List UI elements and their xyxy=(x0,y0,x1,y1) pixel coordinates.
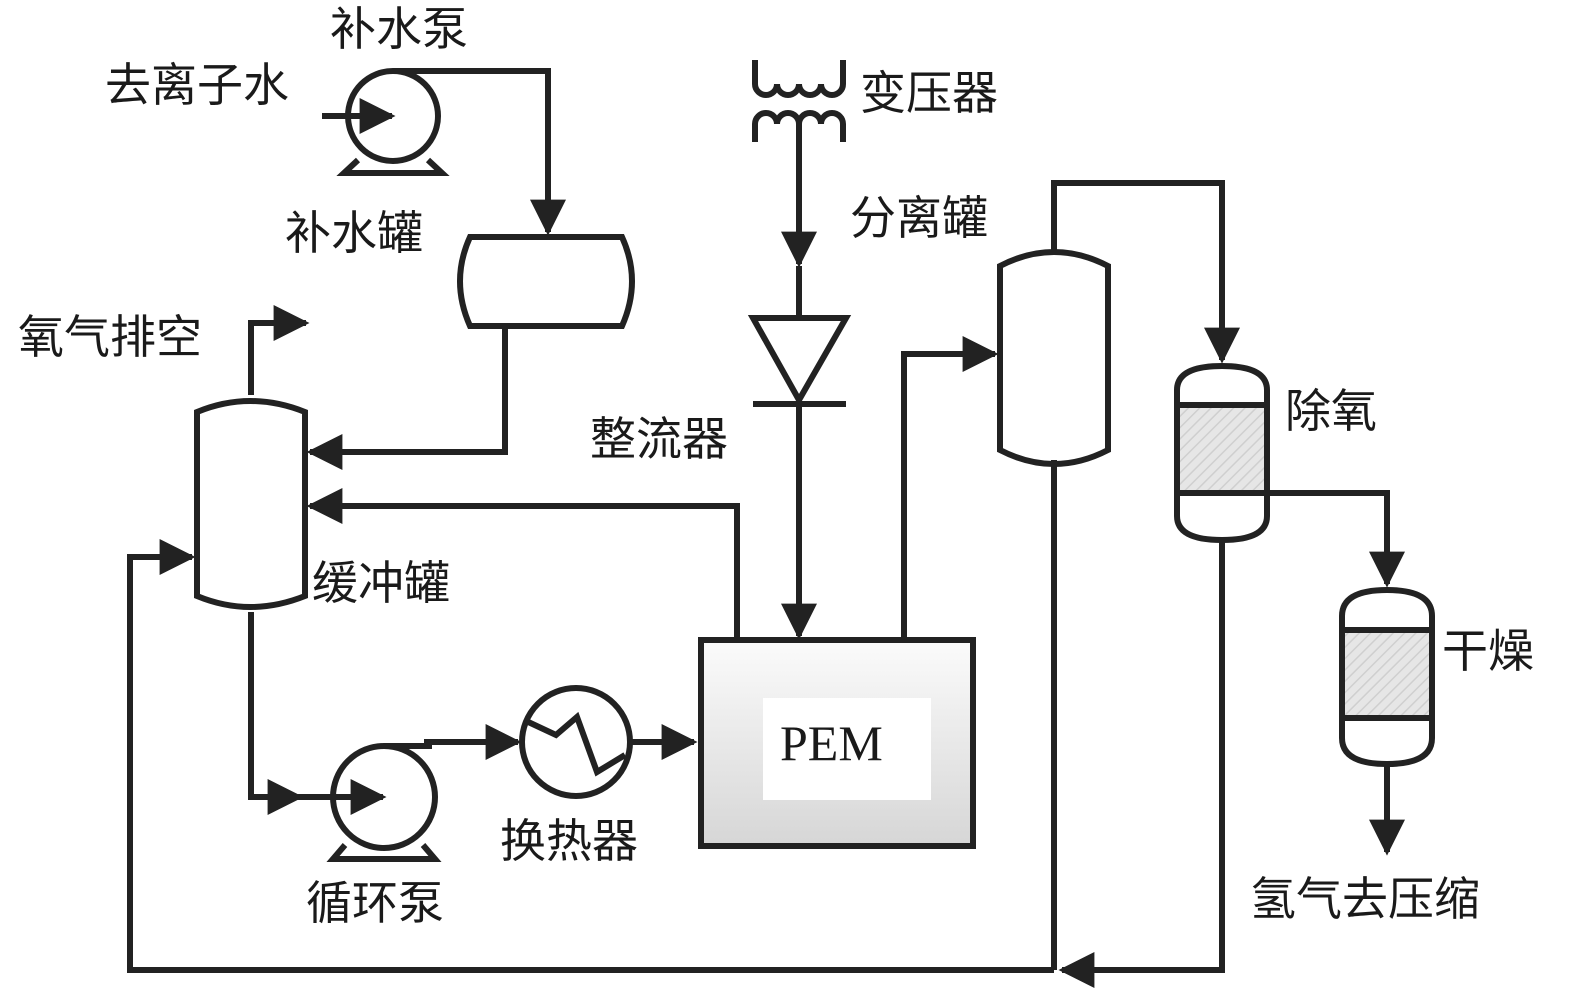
oxygen-vent-label: 氧气排空 xyxy=(18,310,202,364)
pem-label: PEM xyxy=(780,715,883,771)
buffer-tank-label: 缓冲罐 xyxy=(312,556,450,610)
makeup-tank-icon xyxy=(457,234,635,329)
buffer-tank-icon xyxy=(194,398,308,610)
rectifier-icon xyxy=(747,315,852,407)
deoxygenation-vessel-icon xyxy=(1174,362,1270,544)
separation-to-deoxygenation-line xyxy=(1051,180,1240,364)
buffer-to-circulation-pump-line xyxy=(248,612,304,815)
heat-exchanger-label: 换热器 xyxy=(500,814,638,868)
deoxygenation-return-line xyxy=(1058,540,1225,988)
makeup-pump-label: 补水泵 xyxy=(330,2,468,56)
hydrogen-to-compression-label: 氢气去压缩 xyxy=(1250,872,1480,926)
drying-label: 干燥 xyxy=(1442,624,1534,678)
makeup-tank-to-buffer-line xyxy=(306,326,508,470)
drying-vessel-icon xyxy=(1339,586,1435,768)
separation-tank-label: 分离罐 xyxy=(850,191,988,245)
pem-return-to-buffer-line xyxy=(306,488,740,640)
makeup-pump-icon xyxy=(336,68,450,176)
pump-to-makeup-tank-line xyxy=(426,68,566,236)
deionized-water-label: 去离子水 xyxy=(105,58,289,112)
circulation-pump-label: 循环泵 xyxy=(306,876,444,930)
deoxygenation-packing xyxy=(1180,408,1264,490)
separation-tank-icon xyxy=(997,249,1111,467)
drying-packing xyxy=(1345,633,1429,715)
pem-label-background xyxy=(763,698,931,800)
deoxygenation-label: 除氧 xyxy=(1285,384,1377,438)
makeup-tank-label: 补水罐 xyxy=(285,206,423,260)
transformer-label: 变压器 xyxy=(860,66,998,120)
circulation-pump-icon xyxy=(326,743,442,862)
pem-to-separation-tank-line xyxy=(901,336,999,640)
return-loop-to-buffer-line xyxy=(127,539,1054,973)
deoxygenation-to-drying-line xyxy=(1267,490,1405,588)
heat-exchanger-icon xyxy=(519,685,633,799)
rectifier-label: 整流器 xyxy=(590,412,728,466)
oxygen-vent-line xyxy=(248,305,310,395)
